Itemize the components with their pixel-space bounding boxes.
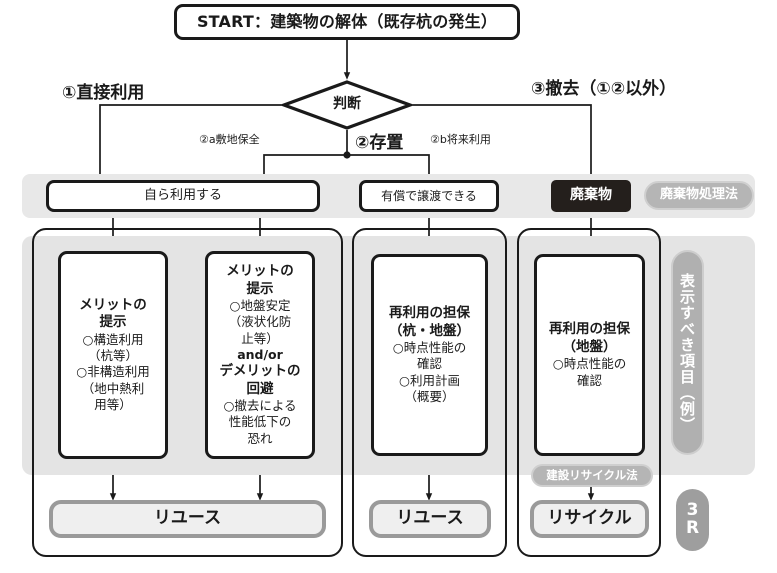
card2-heading-line1: メリットの bbox=[226, 263, 294, 280]
card-reuse-guarantee-pile-ground: 再利用の担保 （杭・地盤） ○時点性能の 確認 ○利用計画 （概要） bbox=[371, 254, 488, 456]
box-paid-transfer: 有償で譲渡できる bbox=[359, 180, 499, 212]
start-terminator: START：建築物の解体（既存杭の発生） bbox=[174, 4, 520, 40]
branch-label-direct-use: ①直接利用 bbox=[62, 83, 145, 103]
box-paid-transfer-label: 有償で譲渡できる bbox=[381, 188, 477, 203]
pill-waste-disposal-law: 廃棄物処理法 bbox=[644, 181, 754, 210]
card4-heading-line2: （地盤） bbox=[562, 338, 617, 355]
card3-item-1: 確認 bbox=[416, 356, 442, 372]
box-self-use-label: 自ら利用する bbox=[143, 187, 222, 203]
box-waste: 廃棄物 bbox=[551, 180, 631, 212]
group-container-direct-use bbox=[32, 228, 343, 557]
outcome-recycle-label: リサイクル bbox=[547, 508, 632, 529]
card2-heading2-line1: デメリットの bbox=[219, 363, 301, 380]
card3-item-0: ○時点性能の bbox=[392, 340, 467, 356]
card4-item-0: ○時点性能の bbox=[552, 356, 627, 372]
badge-3r-line1: 3 bbox=[686, 500, 699, 521]
card1-item-1: （杭等） bbox=[87, 348, 138, 364]
badge-3r-line2: R bbox=[685, 518, 700, 538]
card2-heading2-line2: 回避 bbox=[246, 380, 274, 397]
group-container-waste bbox=[517, 228, 661, 557]
branch-label-removal: ③撤去（①②以外） bbox=[531, 79, 677, 99]
box-self-use: 自ら利用する bbox=[46, 180, 320, 212]
group-container-paid-transfer bbox=[352, 228, 507, 557]
decision-diamond bbox=[282, 80, 412, 130]
card2-item-top-1: （液状化防 bbox=[228, 314, 292, 330]
card1-heading-line1: メリットの bbox=[79, 296, 147, 313]
card2-item-top-0: ○地盤安定 bbox=[229, 298, 291, 314]
card1-item-2: ○非構造利用 bbox=[76, 364, 150, 380]
branch-label-future-use: ②b将来利用 bbox=[430, 133, 491, 146]
card1-item-4: 用等） bbox=[94, 396, 132, 412]
card3-heading-line1: 再利用の担保 bbox=[389, 304, 470, 321]
box-waste-label: 廃棄物 bbox=[570, 187, 612, 204]
card2-item-top-2: 止等） bbox=[241, 330, 279, 346]
card4-heading-line1: 再利用の担保 bbox=[549, 321, 630, 338]
card3-item-2: ○利用計画 bbox=[399, 372, 460, 388]
side-label-display-items: 表示すべき項目（例） bbox=[671, 250, 704, 455]
branch-label-retention: ②存置 bbox=[355, 133, 404, 153]
card4-item-1: 確認 bbox=[576, 372, 602, 388]
card3-item-3: （概要） bbox=[404, 388, 455, 404]
start-label: START：建築物の解体（既存杭の発生） bbox=[196, 12, 498, 31]
outcome-reuse-mid-label: リユース bbox=[396, 508, 464, 529]
card-merit-demerit-ground: メリットの 提示 ○地盤安定 （液状化防 止等） and/or デメリットの 回… bbox=[205, 251, 315, 459]
outcome-reuse-left-label: リユース bbox=[153, 508, 222, 529]
card-reuse-guarantee-ground: 再利用の担保 （地盤） ○時点性能の 確認 bbox=[534, 254, 645, 456]
card-merit-structural: メリットの 提示 ○構造利用 （杭等） ○非構造利用 （地中熱利 用等） bbox=[58, 251, 168, 459]
outcome-reuse-left: リユース bbox=[49, 500, 326, 538]
outcome-recycle: リサイクル bbox=[530, 500, 649, 538]
pill-waste-disposal-law-label: 廃棄物処理法 bbox=[659, 187, 738, 203]
card2-heading-line2: 提示 bbox=[246, 280, 274, 297]
card2-andor: and/or bbox=[237, 346, 283, 362]
card3-heading-line2: （杭・地盤） bbox=[389, 322, 470, 339]
outcome-reuse-mid: リユース bbox=[369, 500, 491, 538]
card1-item-0: ○構造利用 bbox=[82, 331, 144, 347]
card2-item-bottom-1: 性能低下の bbox=[228, 414, 292, 430]
card1-item-3: （地中熱利 bbox=[81, 380, 145, 396]
card2-item-bottom-2: 恐れ bbox=[247, 430, 273, 446]
card2-item-bottom-0: ○撤去による bbox=[223, 398, 297, 414]
decision-label: 判断 bbox=[333, 96, 361, 113]
card1-heading-line2: 提示 bbox=[99, 314, 127, 331]
pill-construction-recycling-law: 建設リサイクル法 bbox=[531, 464, 653, 487]
badge-3r: 3 R bbox=[676, 489, 709, 551]
branch-label-site-preservation: ②a敷地保全 bbox=[199, 133, 260, 146]
